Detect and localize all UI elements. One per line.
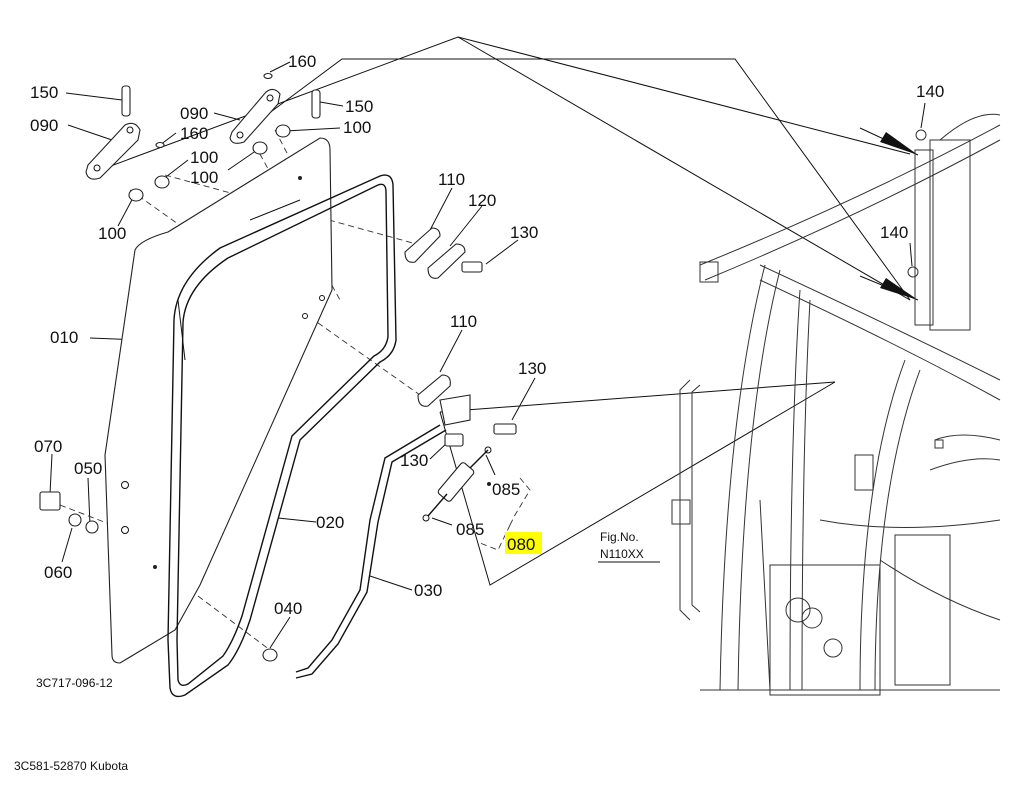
cab-frame	[671, 113, 1001, 696]
label-140b: 140	[880, 223, 908, 242]
label-060: 060	[44, 563, 72, 582]
label-085b: 085	[456, 520, 484, 539]
label-130a: 130	[510, 223, 538, 242]
label-150b: 150	[345, 97, 373, 116]
label-110b: 110	[450, 312, 477, 331]
hinge-left	[85, 85, 170, 202]
gas-strut	[422, 446, 492, 522]
label-050: 050	[74, 459, 102, 478]
image-caption: 3C581-52870 Kubota	[14, 759, 129, 773]
drawing-code: 3C717-096-12	[36, 676, 113, 690]
label-100c: 100	[98, 224, 126, 243]
label-150a: 150	[30, 83, 58, 102]
label-070: 070	[34, 437, 62, 456]
brackets	[404, 227, 517, 447]
fig-no-label: Fig.No.	[600, 530, 639, 544]
label-160a: 160	[180, 124, 208, 143]
label-110a: 110	[438, 170, 465, 189]
part-labels: 150 090 160 100 100 100 160 090 150 100 …	[30, 52, 944, 690]
label-100b: 100	[190, 168, 218, 187]
label-010: 010	[50, 328, 78, 347]
hinge-right	[229, 72, 321, 155]
door-seal-weatherstrip	[167, 174, 397, 698]
label-140a: 140	[916, 82, 944, 101]
fig-no-value: N110XX	[600, 547, 644, 561]
label-020: 020	[316, 513, 344, 532]
label-080: 080	[507, 535, 535, 554]
door-glass-panel	[104, 137, 333, 664]
leader-lines	[49, 36, 926, 649]
label-120: 120	[468, 191, 496, 210]
label-160b: 160	[288, 52, 316, 71]
label-040: 040	[274, 599, 302, 618]
label-090a: 090	[30, 116, 58, 135]
label-030: 030	[414, 581, 442, 600]
label-130c: 130	[400, 451, 428, 470]
small-parts	[39, 491, 278, 662]
label-100d: 100	[343, 118, 371, 137]
highlight-080	[505, 532, 542, 554]
label-085a: 085	[492, 480, 520, 499]
door-rod	[295, 424, 447, 679]
label-130b: 130	[518, 359, 546, 378]
label-090b: 090	[180, 104, 208, 123]
label-100a: 100	[190, 148, 218, 167]
